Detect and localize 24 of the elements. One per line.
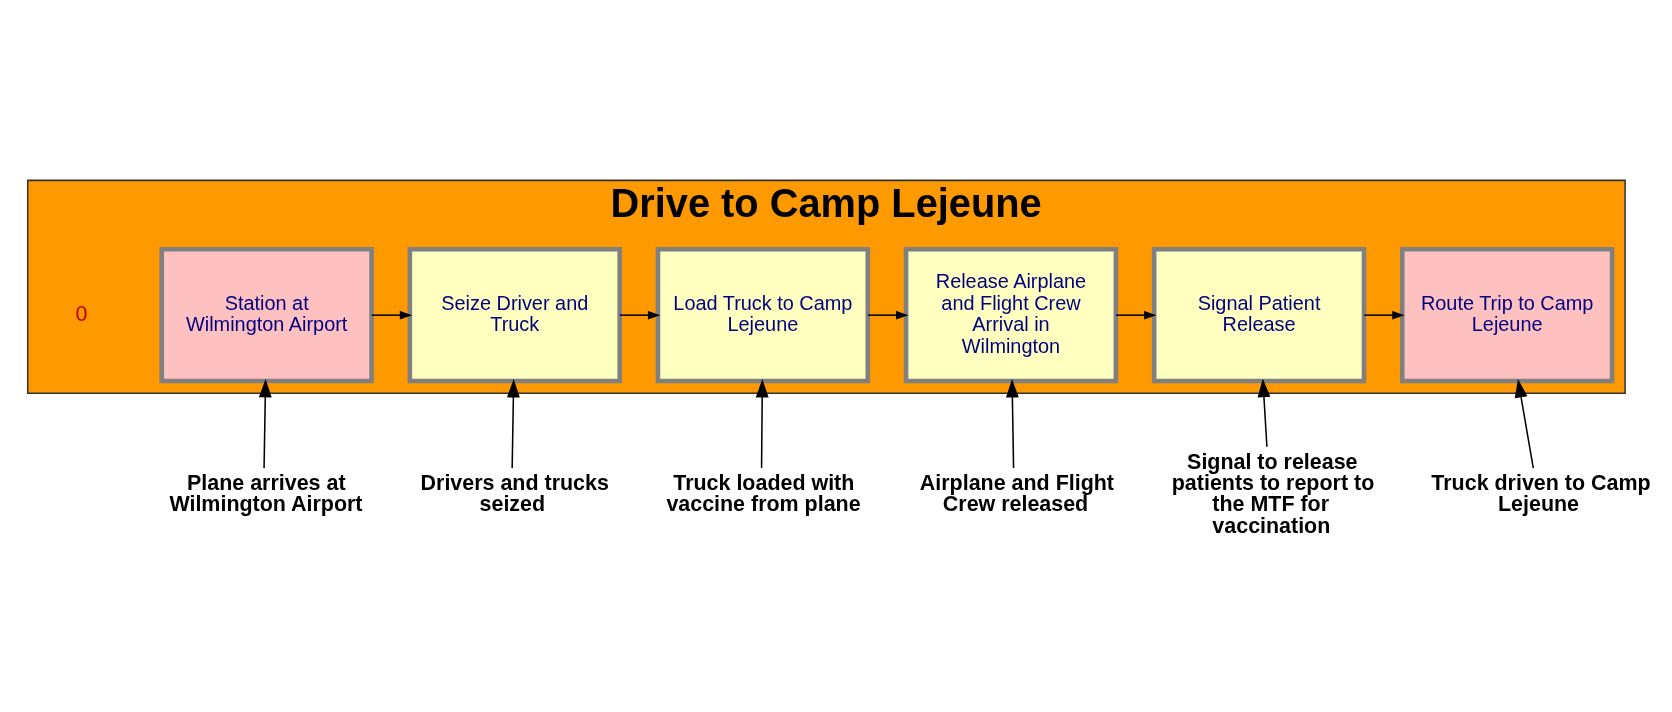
node-text: Truck loaded with vaccine from plane bbox=[666, 470, 861, 516]
node-box: Seize Driver and Truck bbox=[407, 246, 622, 383]
arrow bbox=[371, 310, 413, 319]
arrow bbox=[1514, 378, 1535, 469]
arrow bbox=[506, 378, 520, 469]
arrow bbox=[258, 378, 272, 469]
arrow bbox=[1257, 378, 1271, 447]
arrow bbox=[1115, 310, 1157, 319]
arrow bbox=[619, 310, 661, 319]
node-text: Signal to release patients to report to the MTF for vaccination bbox=[1171, 449, 1375, 538]
node-text: Drivers and trucks seized bbox=[420, 470, 609, 516]
arrow bbox=[755, 378, 769, 469]
node-box: Signal Patient Release bbox=[1151, 246, 1367, 383]
node-text: Truck driven to Camp Lejeune bbox=[1431, 470, 1651, 516]
arrow bbox=[867, 310, 909, 319]
node-text: Plane arrives at Wilmington Airport bbox=[169, 470, 363, 516]
node-box: Release Airplane and Flight Crew Arrival in Wilmington bbox=[903, 246, 1119, 383]
label: 0 bbox=[75, 301, 88, 326]
arrow bbox=[1005, 378, 1019, 469]
node-box: Station at Wilmington Airport bbox=[159, 246, 374, 383]
node-box: Route Trip to Camp Lejeune bbox=[1399, 246, 1615, 383]
node-text: Airplane and Flight Crew released bbox=[919, 470, 1114, 516]
node-box: Load Truck to Camp Lejeune bbox=[655, 246, 871, 383]
arrow bbox=[1363, 310, 1405, 319]
